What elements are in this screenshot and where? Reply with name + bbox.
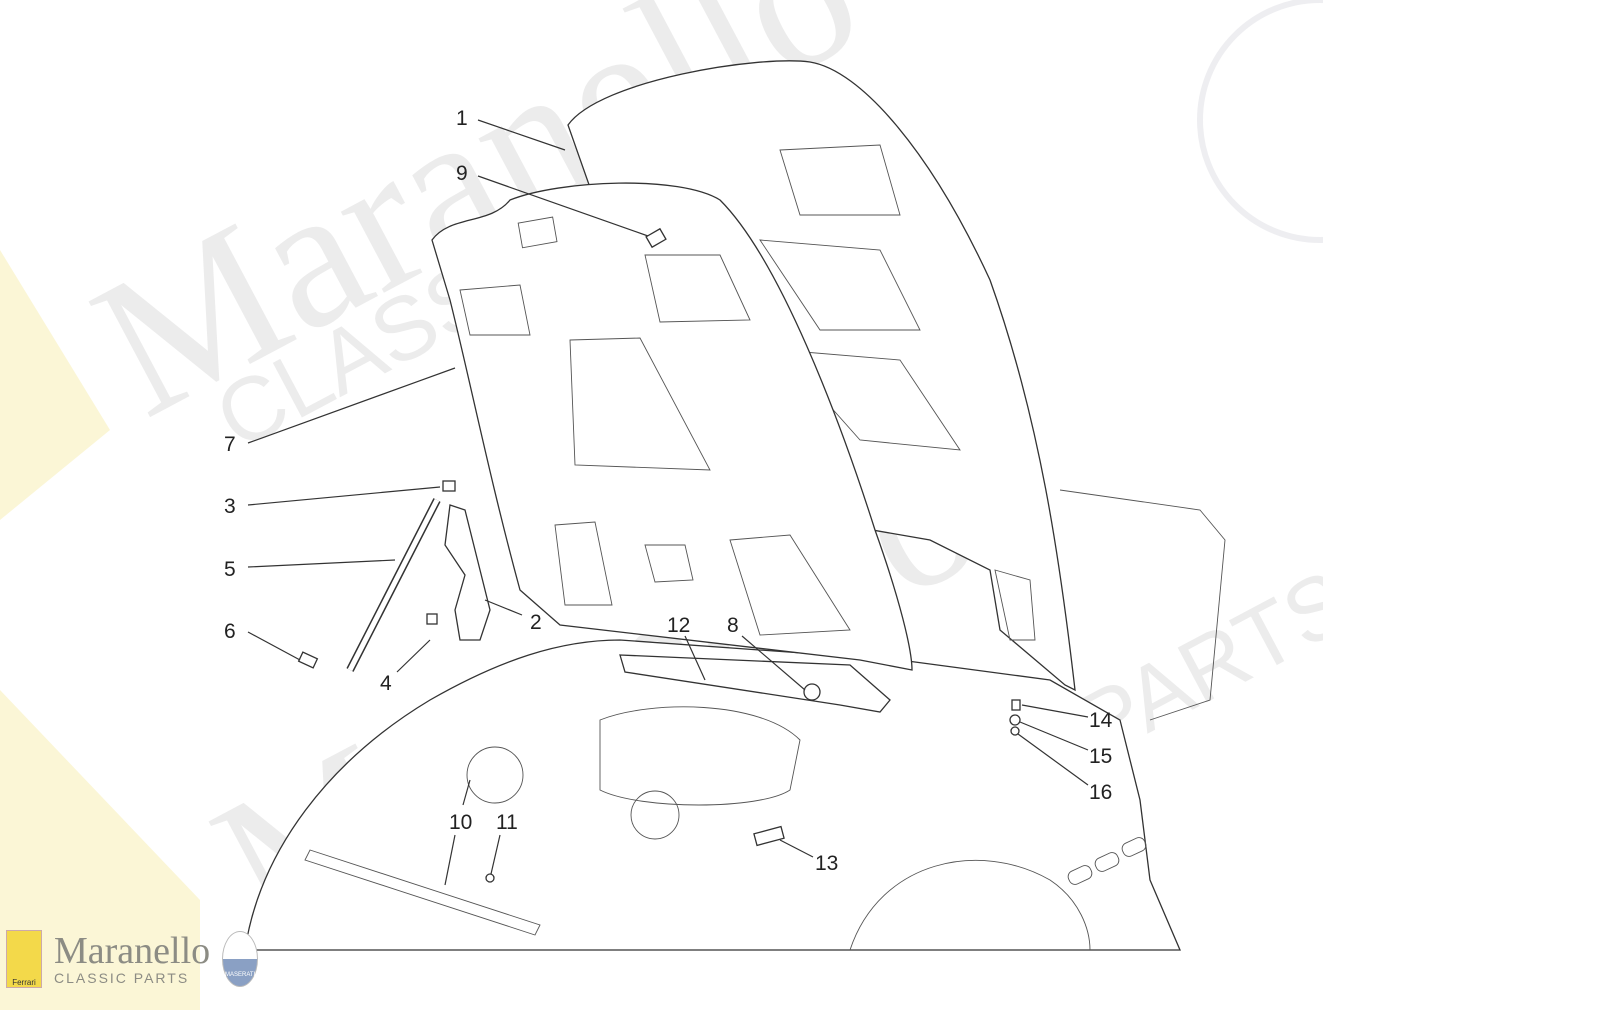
hood-inner-panel xyxy=(431,182,913,671)
clip-13 xyxy=(753,825,785,847)
bolt-9 xyxy=(645,227,667,249)
callout-8: 8 xyxy=(727,614,739,637)
ferrari-badge-text: Ferrari xyxy=(12,978,36,987)
washer-15 xyxy=(1009,714,1021,726)
leader-lines xyxy=(247,119,1089,886)
hood-seal xyxy=(619,654,891,713)
bolt-3 xyxy=(442,480,456,492)
callout-6: 6 xyxy=(224,620,236,643)
callout-7: 7 xyxy=(224,433,236,456)
callout-12: 12 xyxy=(667,614,690,637)
callout-4: 4 xyxy=(380,672,392,695)
callout-2: 2 xyxy=(530,611,542,634)
hood-hinge xyxy=(444,504,491,641)
clip-11 xyxy=(485,873,495,883)
logo-text: Maranello CLASSIC PARTS xyxy=(54,932,210,986)
callout-16: 16 xyxy=(1089,781,1112,804)
callout-13: 13 xyxy=(815,852,838,875)
callout-15: 15 xyxy=(1089,745,1112,768)
ferrari-watermark-badge xyxy=(0,690,200,1010)
maserati-badge-icon: MASERATI xyxy=(222,931,259,987)
bolt-14 xyxy=(1011,699,1021,711)
callout-5: 5 xyxy=(224,558,236,581)
logo-title: Maranello xyxy=(54,930,211,972)
car-body xyxy=(244,489,1226,951)
callout-10: 10 xyxy=(449,811,472,834)
ferrari-watermark-badge xyxy=(0,250,110,520)
bolt-4 xyxy=(426,613,438,625)
maranello-logo: Ferrari Maranello CLASSIC PARTS MASERATI xyxy=(6,930,259,988)
bumper-8 xyxy=(803,683,821,701)
callout-11: 11 xyxy=(496,811,518,834)
callout-9: 9 xyxy=(456,162,468,185)
callout-14: 14 xyxy=(1089,709,1113,732)
stud-6 xyxy=(297,651,319,669)
logo-subtitle: CLASSIC PARTS xyxy=(54,970,190,986)
nut-16 xyxy=(1010,726,1020,736)
ferrari-badge-icon: Ferrari xyxy=(6,930,42,988)
callout-1: 1 xyxy=(456,107,468,130)
callout-3: 3 xyxy=(224,495,236,518)
gas-strut xyxy=(346,498,441,672)
maserati-badge-text: MASERATI xyxy=(225,972,256,978)
